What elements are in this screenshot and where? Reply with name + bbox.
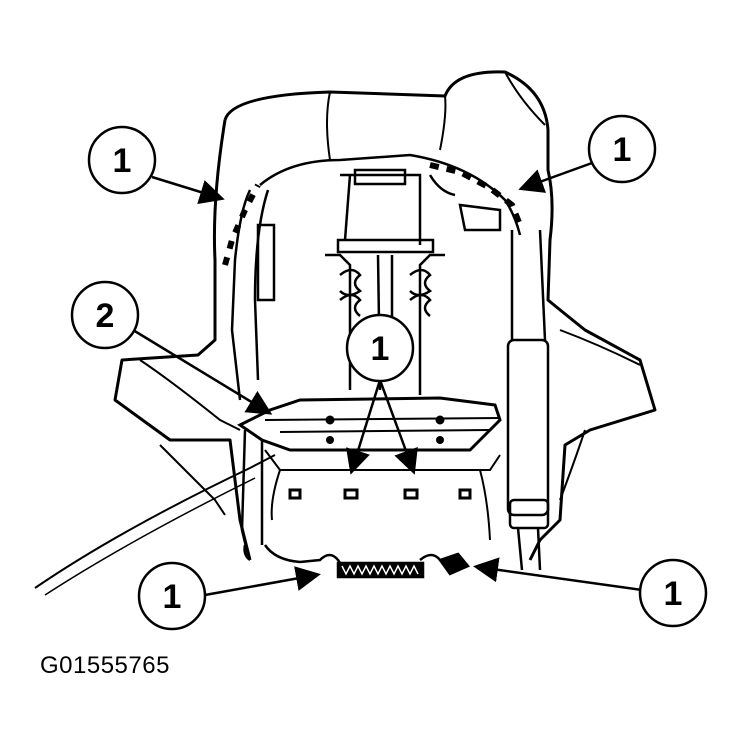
callout-c2: 1 <box>587 114 657 184</box>
callout-label: 1 <box>371 330 390 368</box>
callout-c5: 1 <box>137 561 207 631</box>
callout-label: 1 <box>613 131 632 169</box>
callout-c3: 2 <box>70 280 140 350</box>
arrow-c4a <box>346 379 382 475</box>
callout-arrows <box>132 161 643 597</box>
callout-c4: 1 <box>345 313 415 383</box>
arrow-c3 <box>132 328 273 415</box>
arrow-c1 <box>151 175 225 205</box>
callout-label: 2 <box>96 297 115 335</box>
callout-label: 1 <box>664 575 683 613</box>
callout-c6: 1 <box>638 558 708 628</box>
callout-c1: 1 <box>87 125 157 195</box>
figure-id: G01555765 <box>40 652 170 679</box>
lower-harness <box>34 454 471 596</box>
callout-label: 1 <box>163 578 182 616</box>
seat-back-outline <box>113 70 657 561</box>
seat-pan-frame <box>237 396 502 541</box>
callout-label: 1 <box>113 142 132 180</box>
seat-frame <box>222 153 550 571</box>
arrow-c2 <box>518 161 593 193</box>
arrow-c4b <box>378 379 418 475</box>
arrow-c5 <box>204 566 321 597</box>
arrow-c6 <box>473 557 643 592</box>
